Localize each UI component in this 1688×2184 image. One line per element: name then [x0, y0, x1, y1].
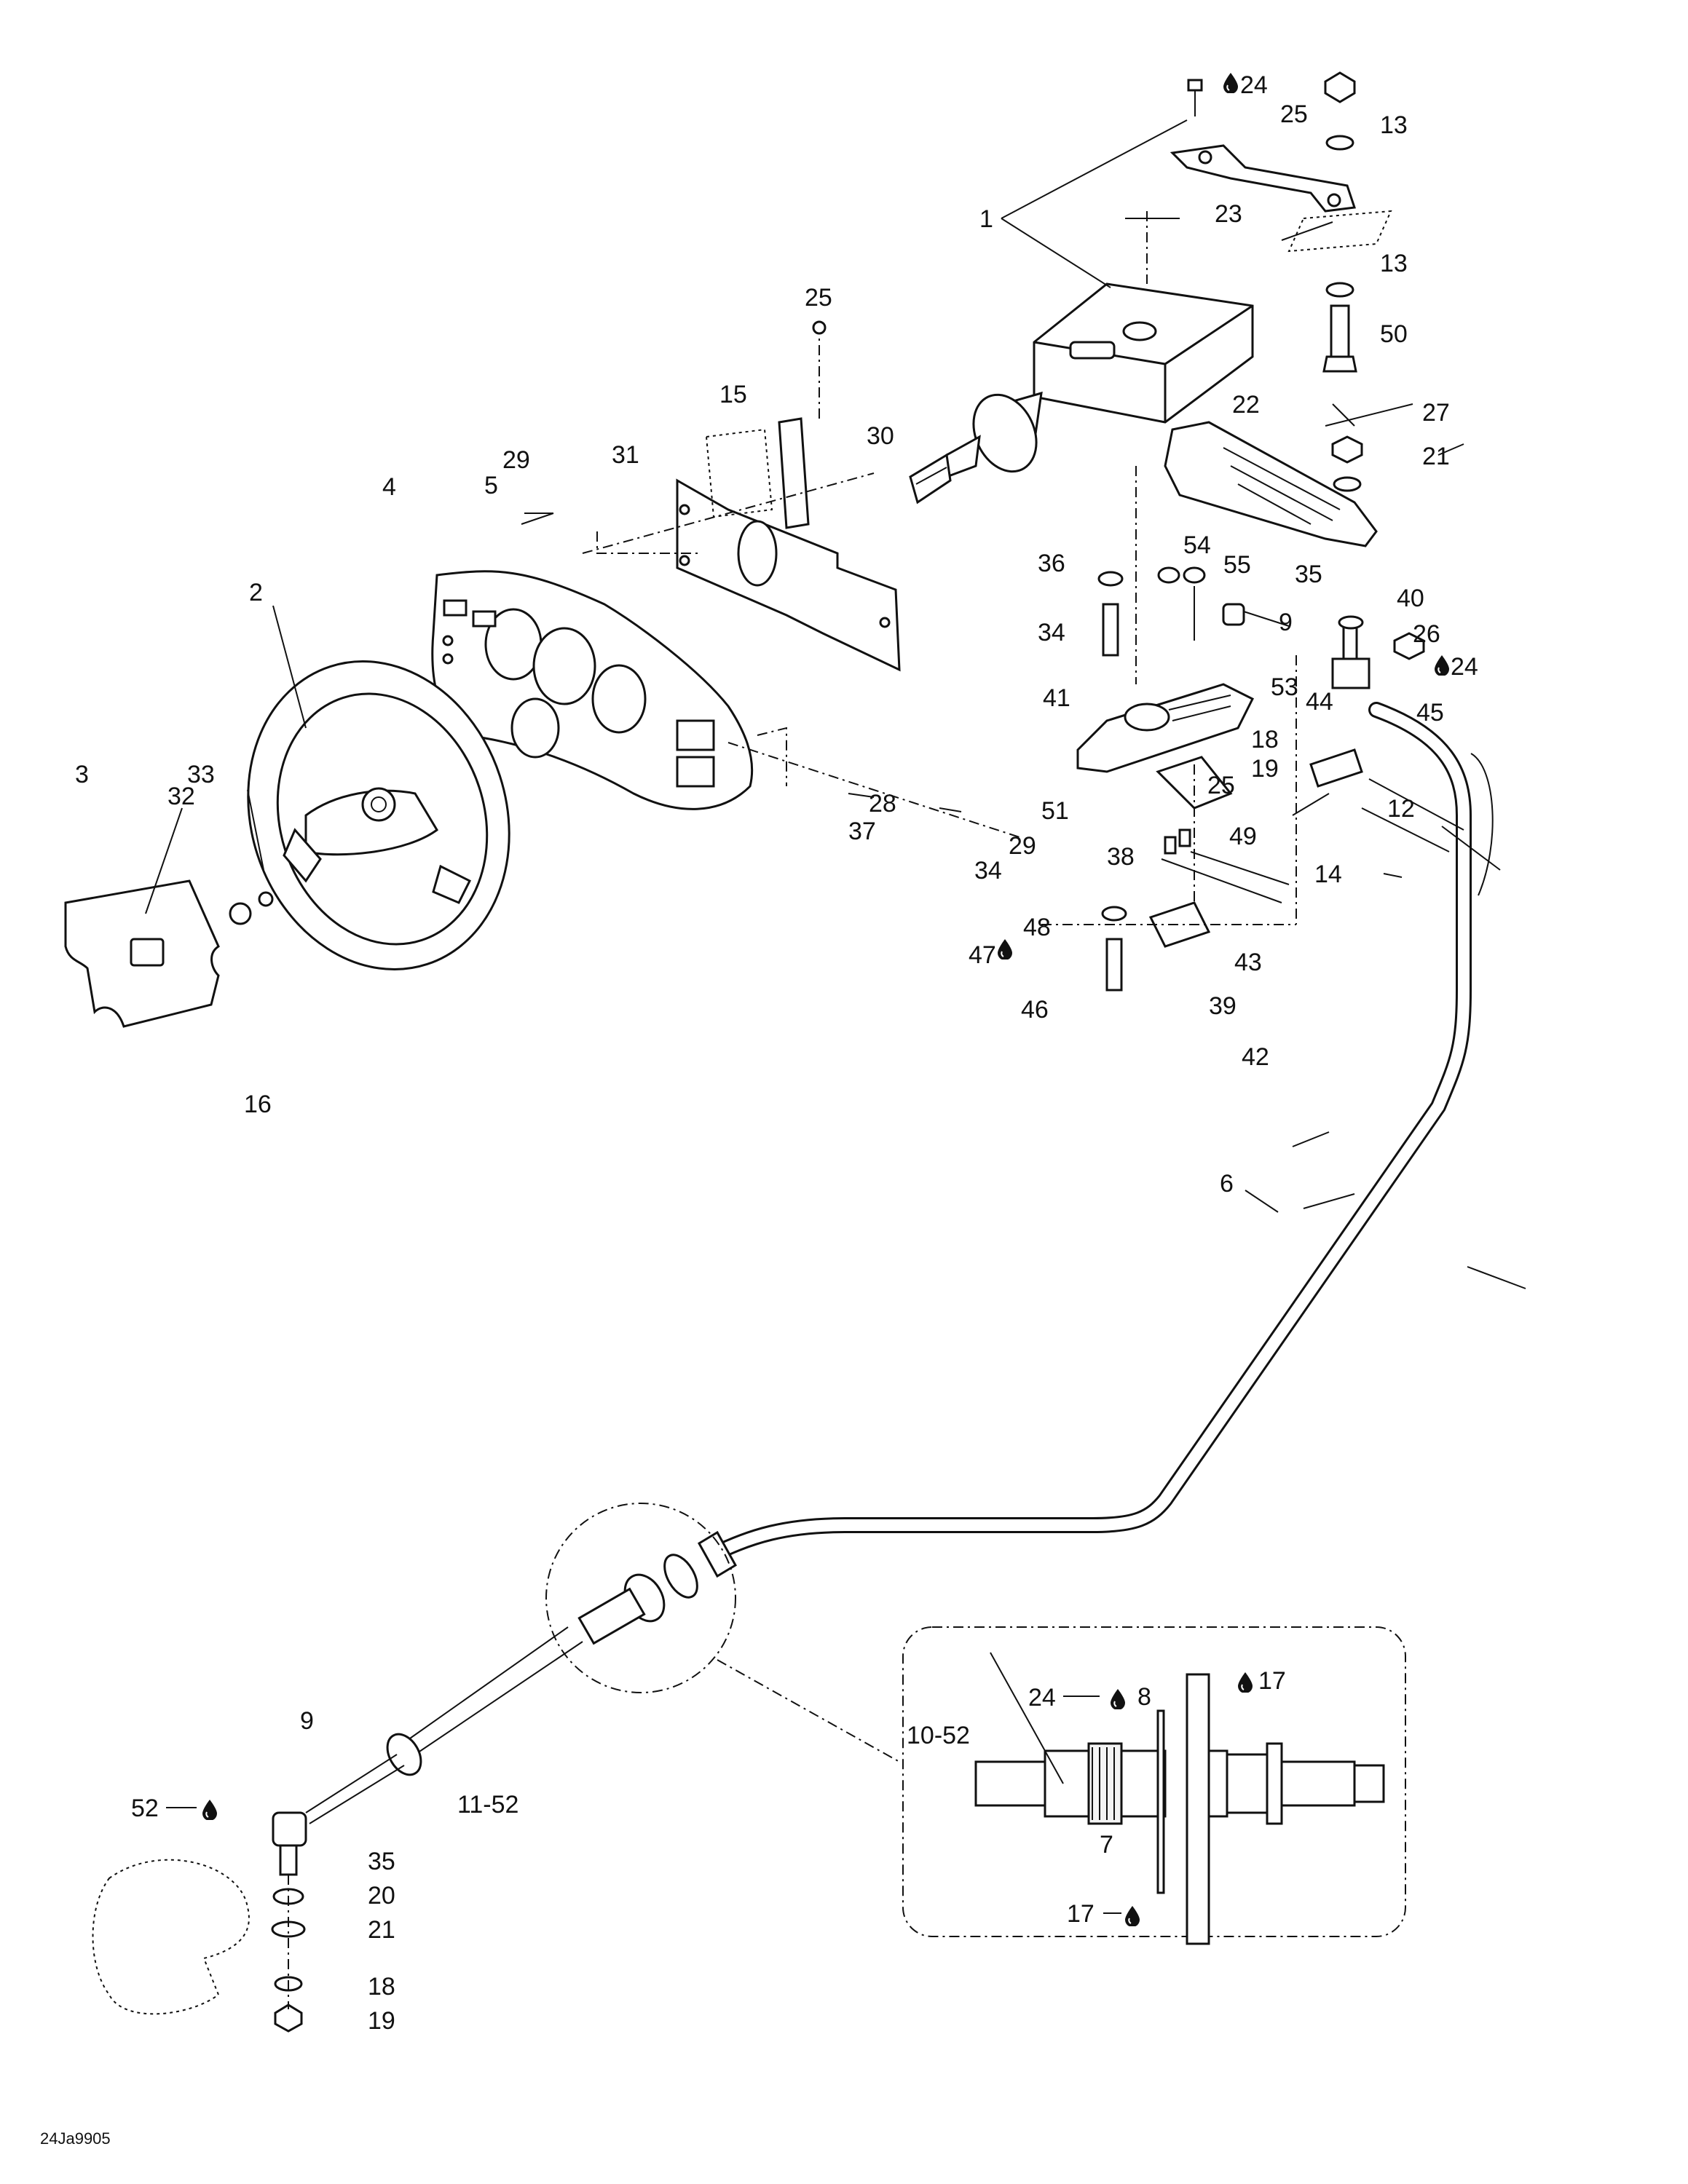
callout-47: 47	[969, 941, 996, 969]
callout-30: 30	[867, 422, 894, 450]
callout-23: 23	[1215, 200, 1242, 228]
callout-48: 48	[1023, 914, 1051, 941]
callout-34-lower: 34	[974, 857, 1002, 885]
callout-11-52: 11-52	[457, 1791, 518, 1819]
callout-22: 22	[1232, 391, 1260, 419]
callout-44: 44	[1306, 688, 1333, 716]
callout-36: 36	[1038, 550, 1065, 577]
callout-3: 3	[75, 761, 89, 788]
pivot-arm-upper	[1164, 421, 1378, 547]
callout-18-upper: 18	[1251, 726, 1279, 753]
callout-21-upper: 21	[1422, 443, 1450, 470]
callout-24-detail: 24	[1028, 1684, 1056, 1712]
callout-50: 50	[1380, 320, 1408, 348]
callout-13-lower: 13	[1380, 250, 1408, 277]
callout-24-top: 24	[1240, 71, 1268, 99]
callout-35-lower: 35	[368, 1848, 395, 1875]
drop-leaders	[166, 1696, 1121, 1914]
callout-55: 55	[1223, 551, 1251, 579]
callout-14: 14	[1314, 860, 1342, 888]
callout-42: 42	[1242, 1043, 1269, 1071]
callout-20: 20	[368, 1882, 395, 1910]
callout-17-bottom: 17	[1067, 1900, 1095, 1928]
steering-wheel-cover	[64, 879, 274, 1028]
callout-19-upper: 19	[1251, 755, 1279, 783]
assembly-lines	[582, 466, 1297, 925]
callout-49: 49	[1229, 823, 1257, 850]
helm-bracket	[1146, 144, 1392, 284]
callout-35-upper: 35	[1295, 561, 1322, 588]
callout-8: 8	[1137, 1683, 1151, 1711]
callout-26: 26	[1413, 620, 1440, 648]
callout-24-right: 24	[1451, 653, 1478, 681]
callout-2: 2	[249, 579, 263, 606]
callout-12: 12	[1387, 795, 1415, 823]
callout-51: 51	[1041, 797, 1069, 825]
callout-17-top: 17	[1258, 1667, 1286, 1695]
callout-27: 27	[1422, 399, 1450, 427]
callout-28: 28	[869, 790, 896, 818]
callout-40: 40	[1397, 585, 1424, 612]
callout-21-lower: 21	[368, 1916, 395, 1944]
misc-hardware	[521, 320, 1464, 992]
callout-45: 45	[1416, 699, 1444, 727]
lower-ball-joint	[92, 1811, 307, 2033]
callout-38: 38	[1107, 843, 1135, 871]
callout-52: 52	[131, 1795, 159, 1822]
callout-29-left: 29	[502, 446, 530, 474]
callout-54: 54	[1183, 531, 1211, 559]
callout-5: 5	[484, 472, 498, 499]
leader-lines	[145, 119, 1526, 1784]
callout-29-right: 29	[1009, 832, 1036, 860]
pivot-arm-lower	[1076, 683, 1255, 948]
diagram-code: 24Ja9905	[40, 2129, 111, 2148]
steering-helm	[909, 282, 1254, 505]
callout-37: 37	[848, 818, 876, 845]
mounting-plate	[676, 331, 901, 672]
callout-13-upper: 13	[1380, 111, 1408, 139]
callout-18-lower: 18	[368, 1973, 395, 2001]
callout-19-lower: 19	[368, 2007, 395, 2035]
callout-9-lower: 9	[300, 1707, 314, 1735]
callout-53: 53	[1271, 673, 1298, 701]
callout-41: 41	[1043, 684, 1070, 712]
callout-25-mid: 25	[1207, 772, 1235, 799]
callout-43: 43	[1234, 949, 1262, 976]
callout-6: 6	[1220, 1170, 1234, 1198]
callout-1: 1	[979, 205, 993, 233]
callout-31: 31	[612, 441, 639, 469]
callout-25-top-right: 25	[1280, 100, 1308, 128]
steering-wheel	[247, 660, 510, 971]
cable-end-fittings	[305, 1530, 738, 1824]
fluid-drop-icons	[202, 73, 1449, 1926]
cable-connection-detail	[902, 1626, 1406, 1945]
callout-33: 33	[187, 761, 215, 788]
callout-9-upper: 9	[1279, 609, 1293, 636]
callout-25-top-left: 25	[805, 284, 832, 312]
callout-7: 7	[1100, 1831, 1113, 1859]
steering-cable	[706, 702, 1501, 1562]
dashboard-panel	[431, 570, 754, 810]
callout-16: 16	[244, 1091, 272, 1118]
callout-32: 32	[167, 783, 195, 810]
cable-joint-block	[1331, 615, 1425, 689]
callout-46: 46	[1021, 996, 1049, 1024]
callout-labels: 1 2 3 4 5 6 7 8 9 9 10-52 11-52 12 13 13…	[75, 71, 1478, 2035]
callout-15: 15	[719, 381, 747, 408]
callout-10-52: 10-52	[907, 1722, 970, 1749]
callout-34-upper: 34	[1038, 619, 1065, 646]
callout-39: 39	[1209, 992, 1237, 1020]
detail-magnifier-circle	[545, 1503, 900, 1762]
top-fasteners	[1187, 71, 1357, 373]
callout-4: 4	[382, 473, 396, 501]
